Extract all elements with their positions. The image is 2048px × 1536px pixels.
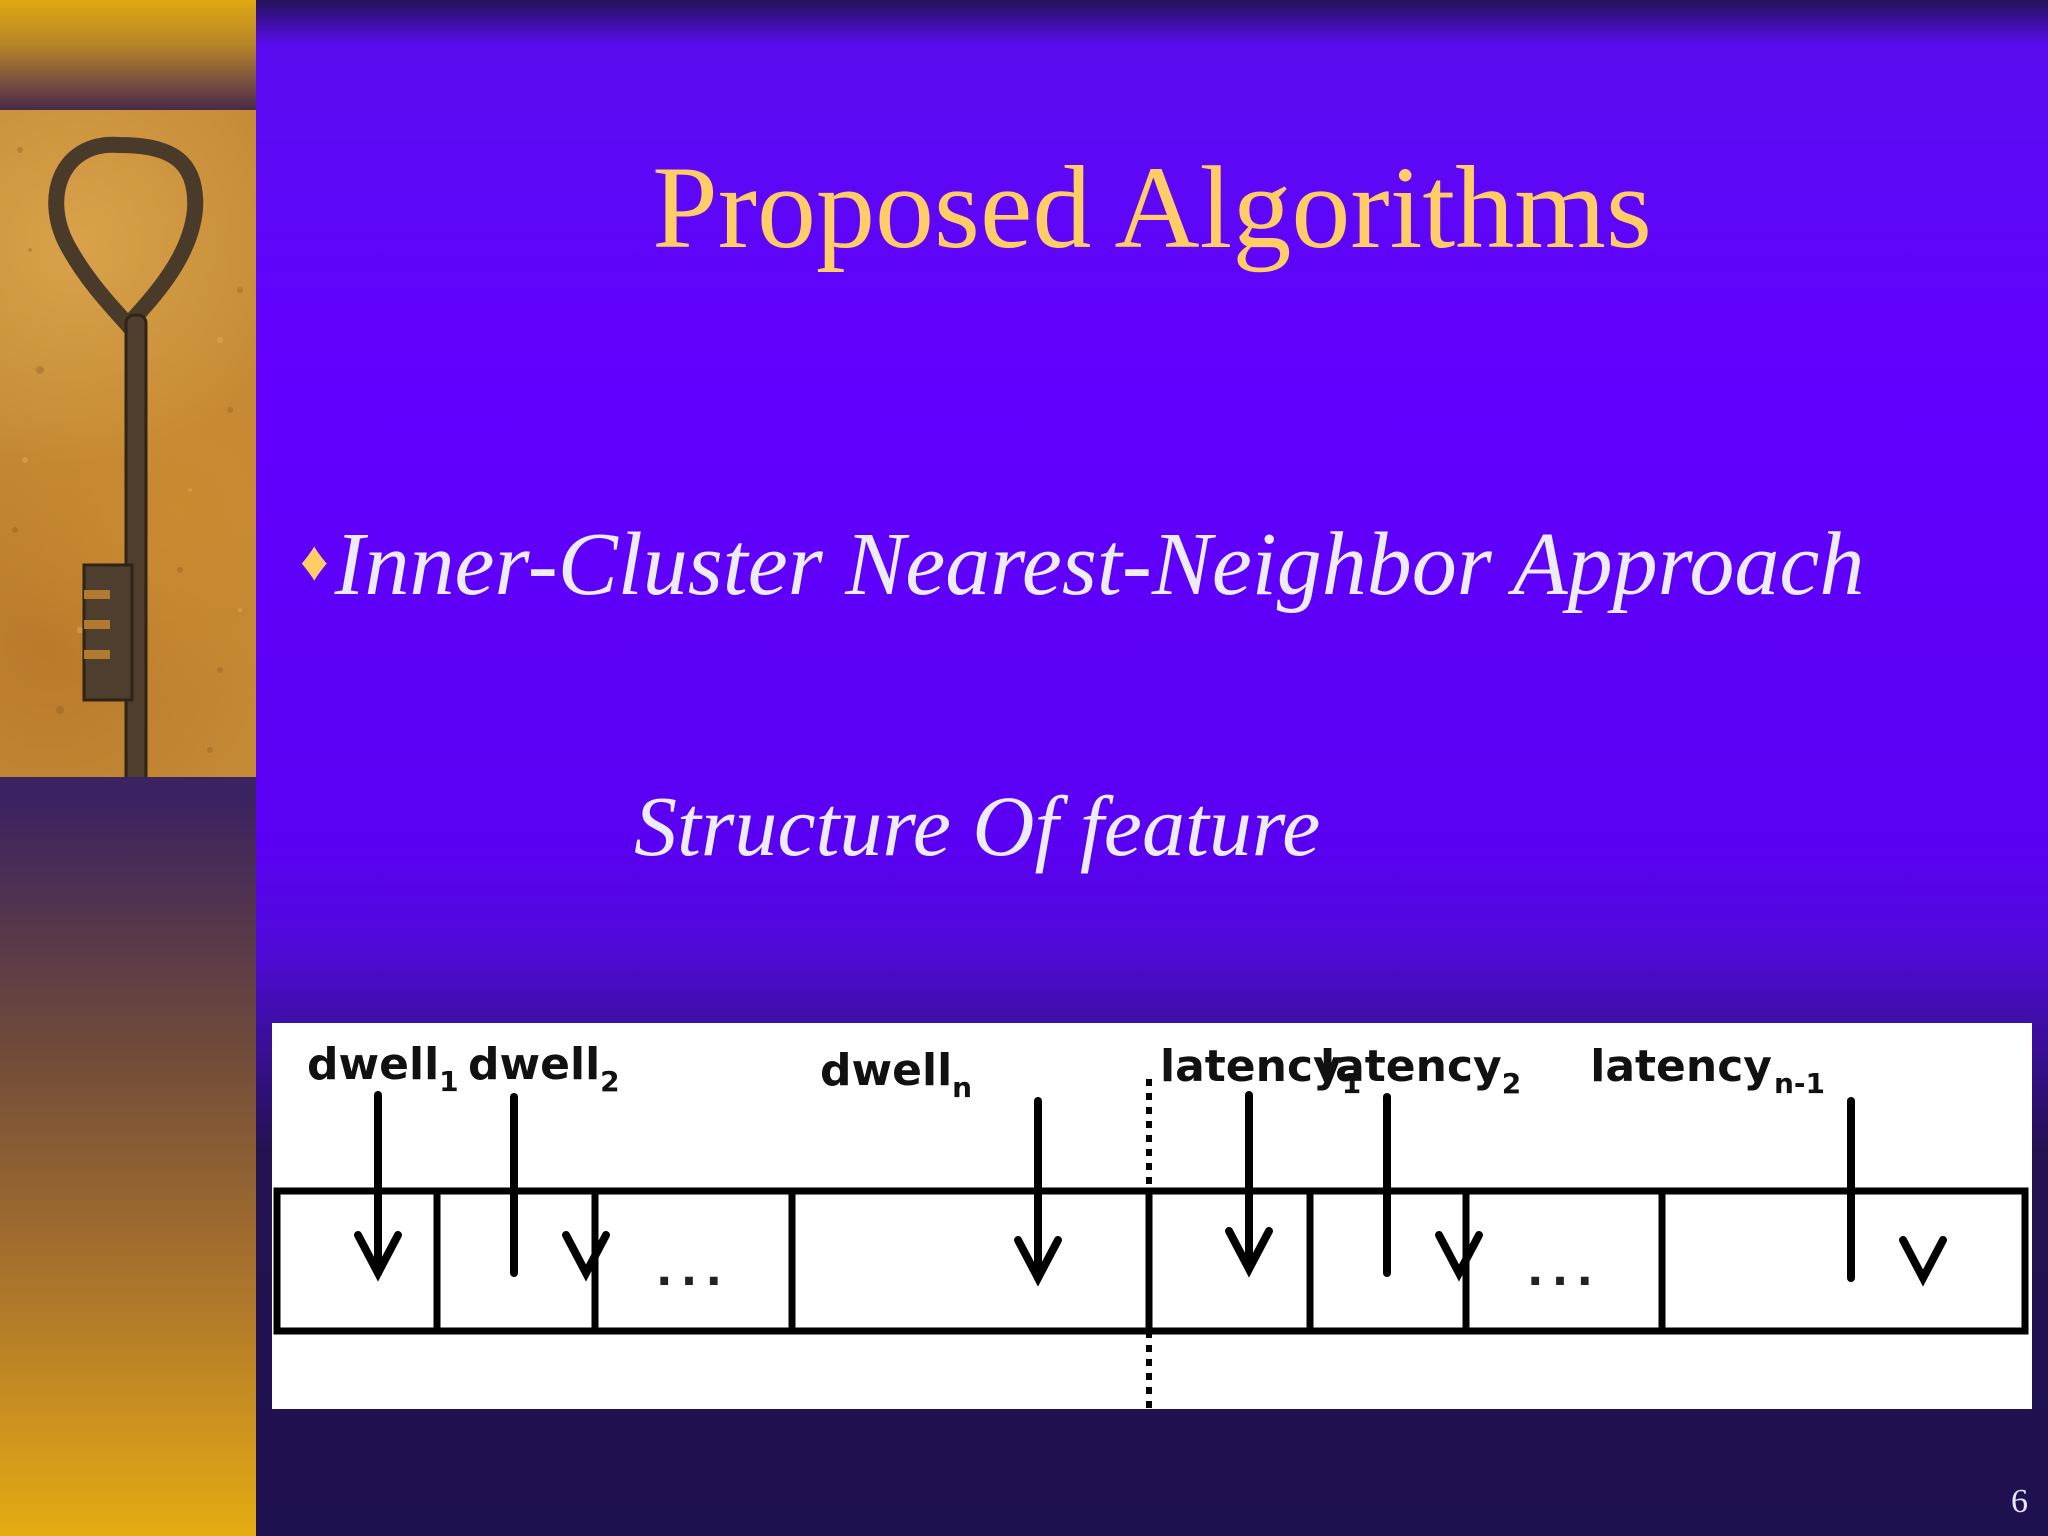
- key-image: [0, 110, 256, 777]
- slide-title: Proposed Algorithms: [652, 142, 1652, 273]
- arrow-dwell-2: [510, 1093, 610, 1282]
- label-latency-2: latency2: [1320, 1041, 1521, 1100]
- label-dwell-n: dwelln: [820, 1045, 972, 1104]
- ellipsis-latency: ...: [1527, 1245, 1601, 1296]
- arrow-latency-2: [1383, 1093, 1483, 1282]
- arrow-latency-1: [1225, 1091, 1273, 1278]
- strip-top-gradient: [0, 0, 256, 110]
- diamond-bullet-icon: ♦: [300, 531, 329, 593]
- arrow-latency-n-1: [1847, 1097, 1947, 1287]
- bullet-item: ♦Inner-Cluster Nearest-Neighbor Approach: [300, 512, 1865, 614]
- slide-number: 6: [2011, 1483, 2028, 1520]
- arrow-dwell-1: [354, 1091, 402, 1282]
- arrow-dwell-n: [1014, 1097, 1062, 1287]
- label-latency-n-1: latency: [1590, 1041, 1772, 1092]
- feature-structure-diagram: dwell1 dwell2 dwelln latency1 latency2 l…: [272, 1023, 2032, 1409]
- label-latency-1: latency1: [1160, 1041, 1361, 1100]
- label-latency-n-1-sub: n-1: [1774, 1067, 1825, 1100]
- label-dwell-2: dwell2: [468, 1039, 620, 1098]
- subheading: Structure Of feature: [634, 778, 1321, 874]
- ellipsis-dwell: ...: [656, 1245, 730, 1296]
- bullet-text: Inner-Cluster Nearest-Neighbor Approach: [334, 515, 1865, 614]
- label-dwell-1: dwell1: [307, 1039, 459, 1098]
